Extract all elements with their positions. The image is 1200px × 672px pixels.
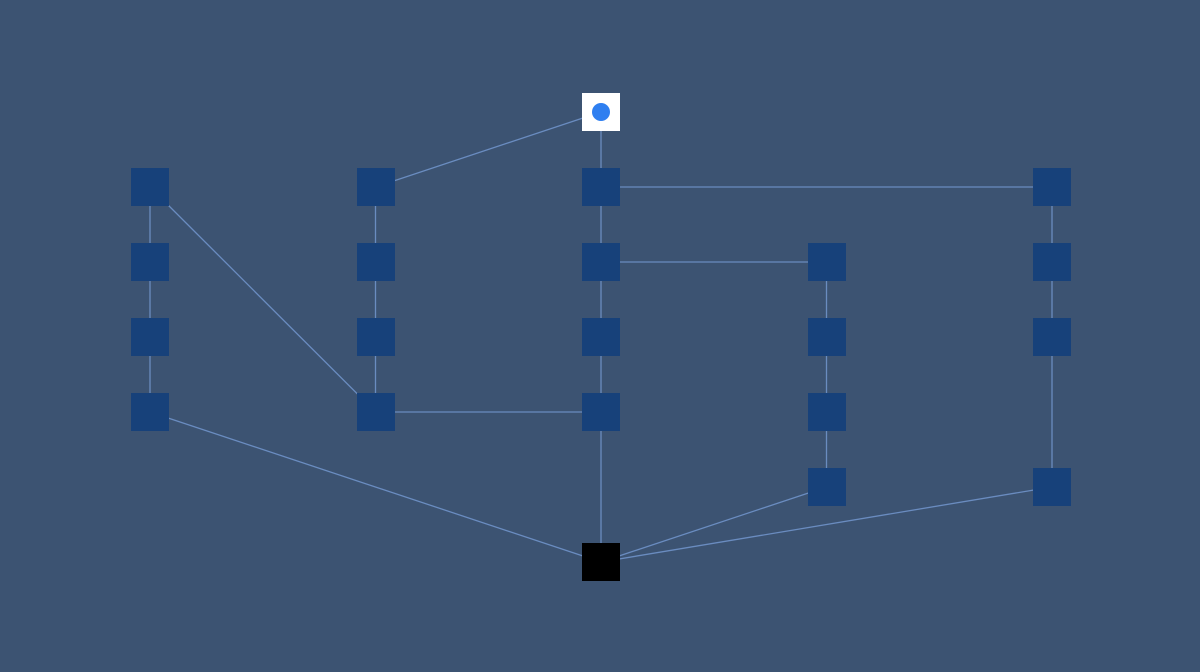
edge-e5-goal: [600, 486, 1053, 563]
node-a1[interactable]: [131, 168, 169, 206]
node-b2[interactable]: [356, 243, 395, 281]
node-a3[interactable]: [131, 318, 169, 356]
start-node[interactable]: [582, 93, 620, 131]
edge-a1-b4: [149, 186, 376, 413]
edge-start-b1: [375, 111, 602, 188]
node-e1[interactable]: [1033, 168, 1071, 206]
node-d3[interactable]: [807, 318, 846, 356]
node-b4[interactable]: [356, 393, 395, 431]
edge-a4-goal: [149, 411, 602, 563]
node-a4[interactable]: [131, 393, 169, 431]
node-b1[interactable]: [356, 168, 395, 206]
node-e2[interactable]: [1033, 243, 1071, 281]
node-a2[interactable]: [131, 243, 169, 281]
edge-d5-goal: [600, 486, 827, 563]
node-d4[interactable]: [807, 393, 846, 431]
node-c3[interactable]: [582, 318, 620, 356]
node-c2[interactable]: [582, 243, 620, 281]
node-e5[interactable]: [1033, 468, 1071, 506]
node-e3[interactable]: [1033, 318, 1071, 356]
node-c4[interactable]: [582, 393, 620, 431]
node-d5[interactable]: [807, 468, 846, 506]
player-dot-icon: [592, 103, 610, 121]
node-d2[interactable]: [807, 243, 846, 281]
goal-node[interactable]: [582, 543, 620, 581]
node-b3[interactable]: [356, 318, 395, 356]
node-c1[interactable]: [582, 168, 620, 206]
